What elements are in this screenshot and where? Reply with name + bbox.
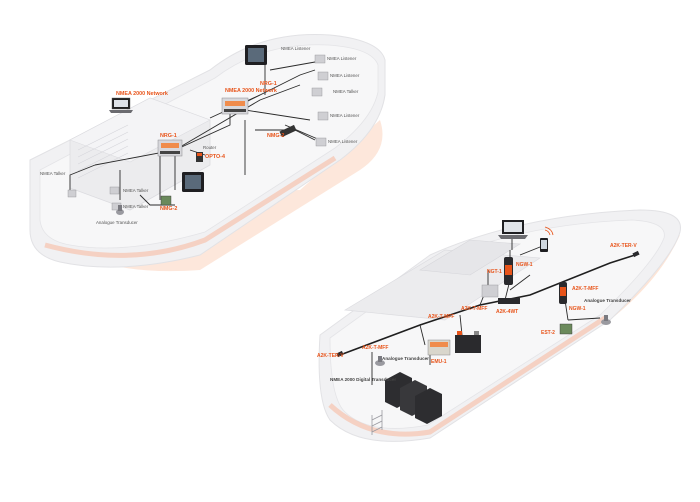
yacht-label-10: A2K-TER-V (317, 353, 344, 359)
yacht-label-8: A2K-T-MFF (428, 314, 454, 320)
yacht-laptop-icon (498, 220, 528, 239)
yacht-grey-1: Analogue Transducer (584, 298, 631, 303)
yacht-cabin (343, 249, 542, 321)
yacht-est-icon (559, 323, 573, 335)
ship-grey-1: NMEA Listener (281, 46, 311, 51)
ship-label-7: OPTO-4 (205, 154, 225, 160)
yacht-label-6: A2K-T-MFF (572, 286, 598, 292)
yacht-label-4: A2K-T-MFF (461, 306, 487, 312)
ship-grey-6: NMEA Talker (40, 171, 66, 176)
ship-windows (77, 124, 129, 179)
yacht-labels-grey: Analogue Transducer Analogue Transducer … (330, 298, 631, 382)
yacht-ngw-icon (559, 282, 567, 304)
yacht-display-icon (481, 284, 499, 298)
ship-label-4: NRG-1 (260, 81, 277, 87)
yacht-label-9: EST-2 (541, 330, 555, 336)
ship-label-1: NMEA 2000 Network (116, 91, 168, 97)
ship-display-2-icon (182, 172, 204, 192)
ship-est-icon (160, 195, 172, 206)
yacht-labels-orange: A2K-TER-V NGT-1 NGW-1 A2K-T-MFF A2K-4WT … (317, 243, 637, 365)
yacht-battery-icon (455, 331, 481, 353)
ship-grey-7: NMEA Talker (123, 188, 149, 193)
ship-grey-4: NMEA Listener (330, 113, 360, 118)
yacht-flybridge (419, 239, 521, 276)
ship-grey-3: NMEA Listener (330, 73, 360, 78)
ship-group: NMEA 2000 Network NRG-1 NMEA 2000 Networ… (29, 33, 386, 272)
ship-nmg-hub-2-icon (221, 97, 249, 115)
ship-grey-10: Analogue Transducer (96, 220, 138, 225)
ship-grey-5: NMEA Listener (328, 139, 358, 144)
yacht-terminators (336, 250, 640, 358)
ship-labels-grey: NMEA Listener NMEA Listener NMEA Listene… (40, 46, 360, 225)
yacht-transducer-2-icon (601, 315, 611, 325)
ship-laptop-icon (109, 97, 133, 113)
ship-cables (69, 60, 321, 206)
yacht-label-2: NGT-1 (487, 269, 502, 275)
yacht-label-5: A2K-4WT (496, 309, 518, 315)
yacht-grey-2: Analogue Transducer (382, 356, 429, 361)
ship-nmg-hub-icon (157, 139, 183, 157)
ship-listener-icons (67, 54, 329, 211)
yacht-grey-3: NMEA 2000 Digital Transducer (330, 377, 396, 382)
yacht-phone-icon (540, 226, 554, 252)
ship-opto-icon (196, 152, 203, 162)
yacht-emu-icon (427, 339, 451, 356)
yacht-deck (329, 219, 665, 429)
ship-transducer-icon (116, 205, 124, 215)
ship-converter-icon (279, 124, 297, 138)
yacht-transducer-1-icon (375, 356, 385, 366)
yacht-label-12: EMU-1 (431, 359, 447, 365)
yacht-engines-icon (385, 372, 442, 424)
ship-grey-9: Router (203, 145, 217, 150)
ship-label-5: NMG-2 (267, 133, 284, 139)
yacht-4wt-icon (498, 298, 520, 304)
yacht-label-7: NGW-1 (569, 306, 586, 312)
ship-label-2: NRG-1 (160, 133, 177, 139)
ship-waterline-glow (44, 155, 337, 258)
yacht-group: A2K-TER-V NGT-1 NGW-1 A2K-T-MFF A2K-4WT … (317, 209, 681, 442)
yacht-ladder-icon (371, 410, 383, 435)
ship-grey-11: NMEA Talker (333, 89, 359, 94)
ship-label-6: NMG-2 (160, 206, 177, 212)
yacht-label-11: A2K-T-MFF (362, 345, 388, 351)
yacht-label-3: NGW-1 (516, 262, 533, 268)
ship-label-3: NMEA 2000 Network (225, 88, 277, 94)
yacht-waterline-glow (328, 315, 607, 437)
yacht-ngt-icon (504, 257, 513, 285)
ship-grey-8: NMEA Talker (123, 204, 149, 209)
ship-grey-2: NMEA Listener (327, 56, 357, 61)
ship-display-1-icon (245, 45, 267, 65)
yacht-label-1: A2K-TER-V (610, 243, 637, 249)
ship-labels-orange: NMEA 2000 Network NRG-1 NMEA 2000 Networ… (116, 81, 284, 212)
